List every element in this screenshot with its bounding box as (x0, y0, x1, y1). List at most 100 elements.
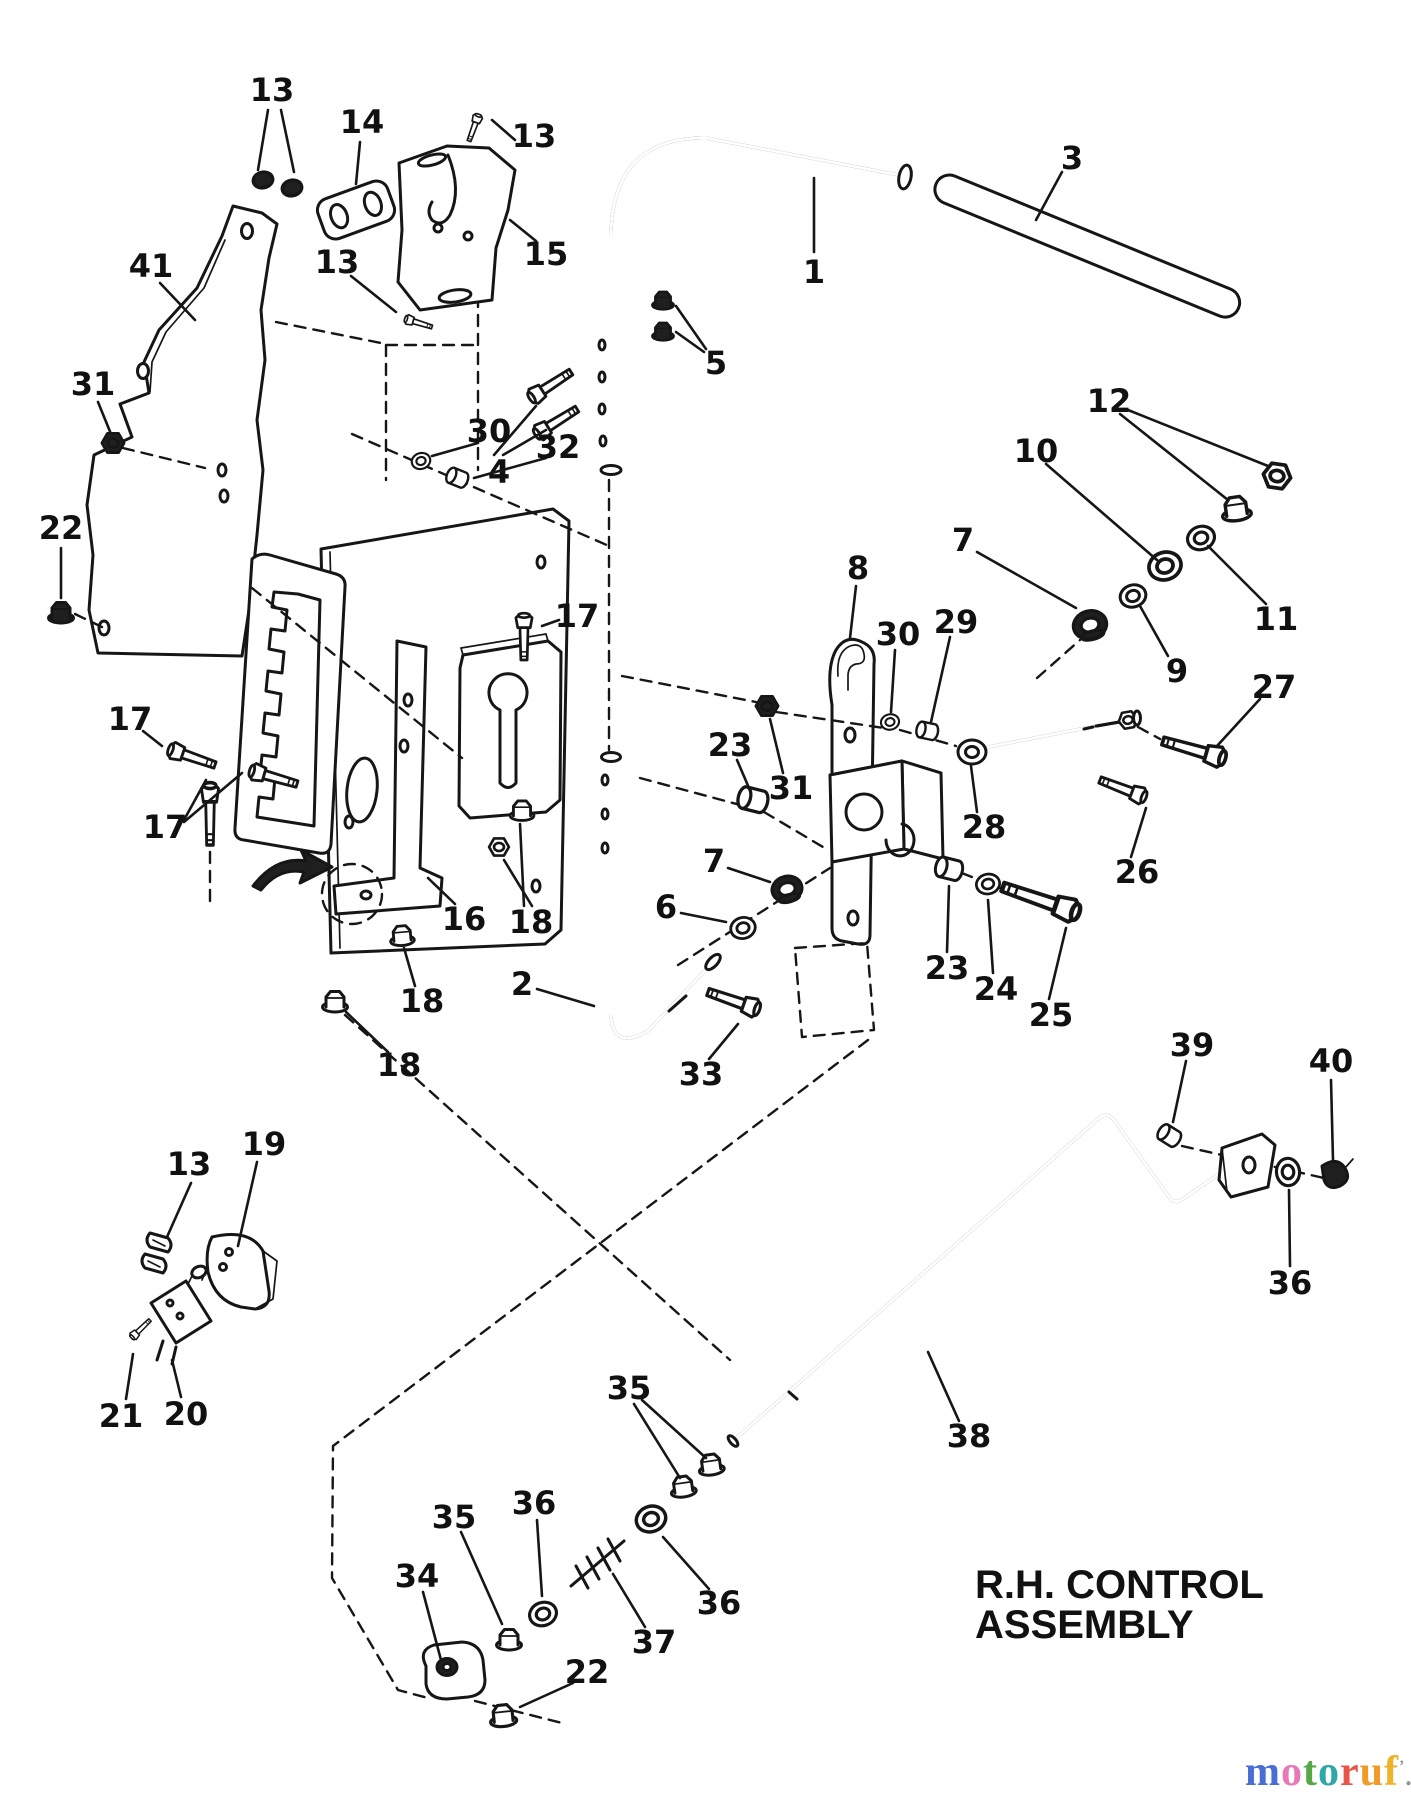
watermark-letter: u (1359, 1749, 1385, 1795)
watermark-letter: m (1245, 1749, 1281, 1795)
part-callout-13-2: 13 (512, 117, 557, 155)
hex-bolt (523, 363, 578, 408)
part-callout-16-35: 16 (442, 900, 487, 938)
leader-line (1126, 408, 1270, 468)
compression-spring (569, 1537, 626, 1590)
part-callout-17-33: 17 (108, 700, 153, 738)
cap-nut (250, 168, 276, 192)
part-callout-36-47: 36 (1268, 1264, 1313, 1302)
watermark-mark: ’ (1399, 1758, 1406, 1775)
bushing (1153, 1120, 1185, 1151)
leader-line (1329, 1078, 1335, 1162)
flange-nut (321, 990, 349, 1014)
washer (973, 870, 1003, 898)
watermark-letter: f (1384, 1749, 1400, 1795)
part-callout-29-21: 29 (934, 603, 979, 641)
spacer-strap (315, 179, 397, 241)
pivot-block (828, 759, 945, 864)
bushing (932, 854, 967, 884)
leader-line (735, 758, 751, 790)
part-callout-6-28: 6 (655, 888, 677, 926)
part-callout-17-32: 17 (555, 597, 600, 635)
leader-line (421, 1590, 443, 1662)
diagram-title-line2: ASSEMBLY (975, 1603, 1194, 1647)
watermark-letter: o (1281, 1749, 1303, 1795)
speed-control-quadrant (233, 552, 347, 855)
part-callout-35-53: 35 (432, 1498, 477, 1536)
leader-line (236, 1160, 259, 1248)
leader-line (986, 898, 995, 975)
leader-line (926, 1350, 961, 1423)
part-callout-26-24: 26 (1115, 853, 1160, 891)
leader-line (472, 456, 548, 480)
leader-line (279, 108, 296, 174)
switch-shield (205, 1233, 278, 1311)
leader-line (502, 858, 534, 908)
part-callout-19-42: 19 (242, 1125, 287, 1163)
leader-line (1044, 462, 1159, 562)
washer (726, 913, 760, 943)
leader-line (354, 140, 362, 186)
flange-nut (47, 601, 75, 625)
part-callout-22-7: 22 (39, 509, 84, 547)
part-callout-41-4: 41 (129, 247, 174, 285)
leader-line (674, 330, 706, 354)
hex-nut (487, 837, 511, 857)
flange-nut (651, 321, 675, 342)
hex-bolt (164, 739, 220, 775)
flange-nut (667, 1473, 699, 1501)
hex-bolt (999, 876, 1083, 924)
leader-line (256, 108, 270, 172)
leader-line (1206, 544, 1268, 606)
leader-line (1215, 697, 1262, 748)
part-callout-37-51: 37 (632, 1623, 677, 1661)
part-callout-31-26: 31 (769, 769, 814, 807)
part-callout-8-22: 8 (847, 549, 869, 587)
washer (630, 1500, 672, 1538)
leader-line (929, 635, 952, 724)
part-callout-31-6: 31 (71, 365, 116, 403)
upper-bracket (396, 144, 517, 312)
retainer-clip (1320, 1158, 1354, 1189)
part-callout-2-39: 2 (511, 965, 533, 1003)
leader-line (611, 1572, 647, 1629)
leader-line (459, 1530, 504, 1626)
grommet (767, 871, 807, 908)
part-callout-39-45: 39 (1170, 1026, 1215, 1064)
leader-line (165, 1181, 193, 1239)
part-callout-18-36: 18 (509, 903, 554, 941)
part-callout-38-48: 38 (947, 1417, 992, 1455)
watermark-letter: t (1303, 1749, 1318, 1795)
leader-line (490, 118, 517, 142)
leader-line (1047, 926, 1068, 1001)
bushing (734, 783, 772, 816)
leader-line (344, 1010, 390, 1054)
part-callout-1-12: 1 (803, 253, 825, 291)
part-callout-10-15: 10 (1014, 432, 1059, 470)
control-lever (421, 1640, 487, 1701)
push-clip (140, 1231, 173, 1275)
washer (1273, 1155, 1303, 1189)
part-callout-14-1: 14 (340, 103, 385, 141)
washer (524, 1596, 562, 1632)
part-callout-15-3: 15 (524, 235, 569, 273)
lock-nut (754, 695, 780, 717)
leader-line (674, 304, 708, 351)
leader-line (124, 1352, 135, 1401)
control-bracket (332, 639, 444, 916)
part-callout-32-10: 32 (536, 428, 581, 466)
flange-nut (508, 799, 536, 822)
leader-line (430, 441, 480, 458)
part-callout-24-30: 24 (974, 970, 1019, 1008)
part-callout-22-55: 22 (565, 1653, 610, 1691)
diagram-title-line1: R.H. CONTROL (975, 1563, 1264, 1607)
pointer-arrow (251, 848, 334, 892)
leader-line (182, 778, 208, 822)
part-callout-12-14: 12 (1087, 382, 1132, 420)
leader-line (848, 584, 858, 640)
assembly-dashed-lines (73, 256, 1326, 1725)
cup-washer (1115, 580, 1151, 612)
part-callout-11-16: 11 (1254, 600, 1299, 638)
